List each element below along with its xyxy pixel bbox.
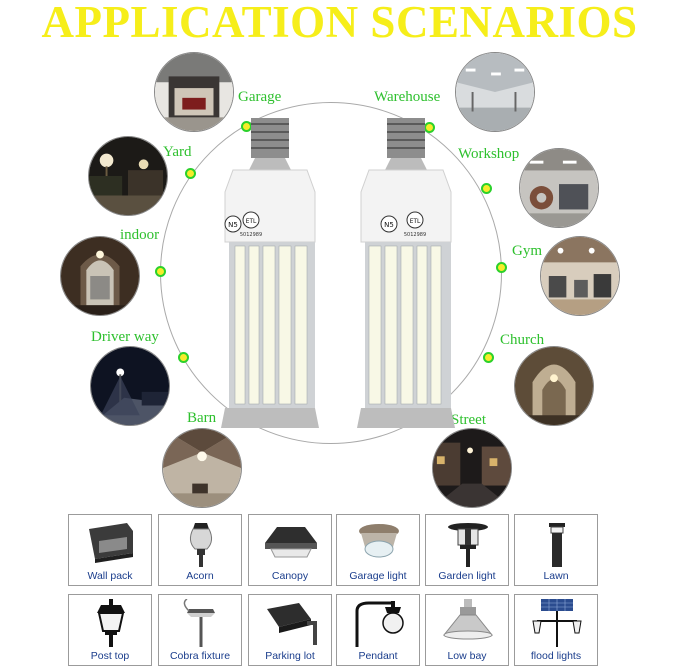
scenario-label-workshop: Workshop [458, 146, 520, 162]
lawn-icon [549, 523, 565, 567]
wall-pack-icon [89, 523, 133, 563]
fixture-cobra: Cobra fixture [158, 594, 242, 666]
scenario-label-yard: Yard [163, 144, 192, 160]
fixture-parking-lot: Parking lot [248, 594, 332, 666]
indoor-photo [60, 236, 140, 316]
bulb-logo: N5 [228, 221, 238, 229]
scenario-label-gym: Gym [512, 243, 542, 259]
fixture-garden-light: Garden light [425, 514, 509, 586]
ring-dot [483, 352, 494, 363]
ring-dot [496, 262, 507, 273]
bulb-cert: ETL [246, 218, 257, 225]
fixture-label: Post top [90, 650, 130, 662]
gym-photo [540, 236, 620, 316]
fixture-label: Garage light [349, 570, 407, 582]
fixture-label: Low bay [447, 650, 487, 662]
fixture-label: Garden light [438, 570, 496, 582]
bulb-model: 5012989 [404, 232, 426, 238]
ring-dot [481, 183, 492, 194]
bulb-logo: N5 [384, 221, 394, 229]
scenario-label-indoor: indoor [120, 227, 160, 243]
fixture-wall-pack: Wall pack [68, 514, 152, 586]
low-bay-icon [442, 599, 494, 640]
ring-dot [185, 168, 196, 179]
warehouse-photo [455, 52, 535, 132]
yard-photo [88, 136, 168, 216]
fixture-flood-lights: flood lights [514, 594, 598, 666]
pendant-icon [355, 601, 404, 647]
scenario-label-warehouse: Warehouse [374, 89, 441, 105]
church-photo [514, 346, 594, 426]
fixture-label: Cobra fixture [169, 650, 231, 662]
fixture-label: Pendant [358, 650, 398, 662]
led-corn-bulb-left: N5 ETL 5012989 [221, 118, 319, 428]
fixture-label: flood lights [530, 650, 582, 662]
fixture-low-bay: Low bay [425, 594, 509, 666]
post-top-icon [97, 599, 125, 647]
fixture-label: Parking lot [265, 650, 315, 662]
fixture-lawn: Lawn [514, 514, 598, 586]
canopy-icon [265, 527, 317, 558]
fixture-garage-light: Garage light [336, 514, 420, 586]
scenario-label-street: Street [451, 412, 486, 428]
garden-light-icon [448, 523, 488, 567]
fixture-canopy: Canopy [248, 514, 332, 586]
parking-lot-icon [267, 603, 317, 645]
led-corn-bulb-right: N5 ETL 5012989 [357, 118, 455, 428]
workshop-photo [519, 148, 599, 228]
ring-dot [178, 352, 189, 363]
fixture-post-top: Post top [68, 594, 152, 666]
fixture-label: Lawn [543, 570, 569, 582]
cobra-fixture-icon [183, 599, 215, 647]
driveway-photo [90, 346, 170, 426]
fixture-label: Acorn [186, 570, 214, 582]
street-photo [432, 428, 512, 508]
scenario-label-barn: Barn [187, 410, 217, 426]
garage-light-icon [359, 524, 399, 558]
fixture-acorn: Acorn [158, 514, 242, 586]
scenario-label-driveway: Driver way [91, 329, 159, 345]
fixture-label: Wall pack [87, 570, 133, 582]
ring-dot [155, 266, 166, 277]
scenario-label-church: Church [500, 332, 545, 348]
fixture-label: Canopy [271, 570, 309, 582]
bulb-model: 5012989 [240, 232, 262, 238]
bulb-cert: ETL [410, 218, 421, 225]
scenario-label-garage: Garage [238, 89, 282, 105]
fixture-pendant: Pendant [336, 594, 420, 666]
acorn-icon [189, 523, 213, 567]
flood-lights-icon [532, 599, 582, 647]
page-title: APPLICATION SCENARIOS [41, 0, 638, 47]
